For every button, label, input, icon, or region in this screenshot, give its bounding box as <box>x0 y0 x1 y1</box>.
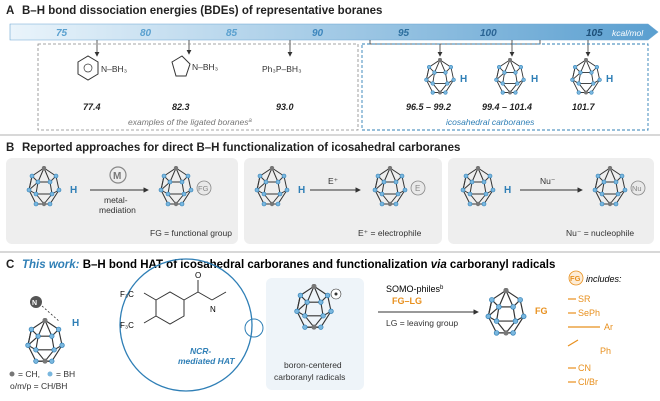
include-halide: Cl/Br <box>578 377 598 387</box>
bde-carborane-2: 99.4 – 101.4 <box>482 102 532 112</box>
ncr-label: NCR-mediated HAT <box>178 346 235 366</box>
bde-nhc: 82.3 <box>172 102 190 112</box>
scale-tick-85: 85 <box>226 28 238 39</box>
svg-text:H: H <box>504 185 511 196</box>
ncr-reagent-structure <box>143 280 227 325</box>
radical-intermediate-box <box>266 278 364 390</box>
includes-label: includes: <box>586 274 622 284</box>
svg-text:N: N <box>32 300 37 307</box>
bde-carborane-1: 96.5 – 99.2 <box>406 102 451 112</box>
product-fg: FG <box>535 306 548 316</box>
bde-pyridine: 77.4 <box>83 102 101 112</box>
bde-pointer-arrows <box>94 40 293 57</box>
pyridine-borane-formula: N–BH₃ <box>101 64 127 74</box>
section-c-letter: C <box>6 259 14 271</box>
carboranes-box <box>361 43 649 131</box>
carborane-range-bracket <box>369 40 541 45</box>
radical-label-2: carboranyl radicals <box>274 372 345 382</box>
include-cn: CN <box>578 363 591 373</box>
pyridine-borane: N–BH₃ <box>77 55 127 81</box>
cf3-upper: F₃C <box>120 290 134 299</box>
product-carborane <box>485 288 527 337</box>
svg-text:H: H <box>72 318 79 329</box>
radical-label-1: boron-centered <box>284 360 342 370</box>
carborane-caption: icosahedral carboranes <box>446 117 535 127</box>
svg-text:H: H <box>70 185 77 196</box>
section-a-letter: A <box>6 5 14 17</box>
electrophile-legend: E⁺ = electrophile <box>358 228 422 238</box>
svg-text:E⁺: E⁺ <box>328 176 339 186</box>
section-b-letter: B <box>6 142 14 154</box>
key-bh: = BH <box>56 369 75 379</box>
scale-tick-90: 90 <box>312 28 324 39</box>
scale-tick-100: 100 <box>480 28 497 39</box>
scale-unit: kcal/mol <box>612 28 644 38</box>
svg-text:Nu: Nu <box>632 184 642 193</box>
scale-tick-95: 95 <box>398 28 410 39</box>
metal-catalyst-icon <box>109 166 127 184</box>
bde-phosphine: 93.0 <box>276 102 294 112</box>
svg-text:metal-: metal- <box>104 195 128 205</box>
include-sr: SR <box>578 294 591 304</box>
scale-tick-105: 105 <box>586 28 603 39</box>
carborane-cluster-2 <box>494 58 526 96</box>
carborane-cluster-3 <box>570 58 602 96</box>
lg-legend: LG = leaving group <box>386 318 458 328</box>
nucleophile-legend: Nu⁻ = nucleophile <box>566 228 634 238</box>
key-ch: = CH, <box>18 369 40 379</box>
ligated-boranes-box <box>37 43 359 131</box>
cf3-lower: F₃C <box>120 321 134 330</box>
bde-carborane-3: 101.7 <box>572 102 596 112</box>
section-b-title: Reported approaches for direct B–H funct… <box>22 142 460 154</box>
include-vinyl-ph: Ph <box>600 346 611 356</box>
fg-lg-label: FG–LG <box>392 296 422 306</box>
nhc-borane-formula: N–BH₃ <box>192 62 218 72</box>
ligated-caption: examples of the ligated boranesa <box>128 117 253 127</box>
svg-text:Nu⁻: Nu⁻ <box>540 176 556 186</box>
key-position: o/m/p = CH/BH <box>10 381 67 391</box>
ncr-reagent-circle <box>119 258 253 392</box>
svg-text:E: E <box>415 184 420 193</box>
section-c-title: This work: B–H bond HAT of icosahedral c… <box>22 259 555 271</box>
light-bulb-icon <box>244 318 264 338</box>
svg-text:H: H <box>298 185 305 196</box>
include-alkynyl-ar: Ar <box>604 322 613 332</box>
svg-text:M: M <box>113 171 121 182</box>
bde-scale-bar: 75 80 85 90 95 100 105 kcal/mol <box>9 23 659 41</box>
somo-philes-label: SOMO-philesb <box>386 284 444 294</box>
svg-text:FG: FG <box>198 184 209 193</box>
approach-panel-electrophile <box>244 158 442 244</box>
scale-tick-80: 80 <box>140 28 152 39</box>
approach-panel-metal <box>6 158 238 244</box>
carborane-cluster-1 <box>424 58 456 96</box>
hat-substrate: N H <box>25 296 79 365</box>
phosphine-borane-formula: Ph₃P–BH₃ <box>262 64 302 74</box>
fg-legend: FG = functional group <box>150 228 232 238</box>
svg-text:N: N <box>210 305 216 314</box>
svg-text:H: H <box>606 74 613 85</box>
svg-text:O: O <box>195 271 201 280</box>
svg-text:FG: FG <box>570 274 581 283</box>
svg-text:H: H <box>531 74 538 85</box>
include-seph: SePh <box>578 308 600 318</box>
section-a-title: B–H bond dissociation energies (BDEs) of… <box>22 5 382 17</box>
nhc-borane: N–BH₃ <box>171 55 218 77</box>
svg-text:mediation: mediation <box>99 205 136 215</box>
approach-panel-nucleophile <box>448 158 654 244</box>
svg-text:H: H <box>460 74 467 85</box>
scale-tick-75: 75 <box>56 28 68 39</box>
